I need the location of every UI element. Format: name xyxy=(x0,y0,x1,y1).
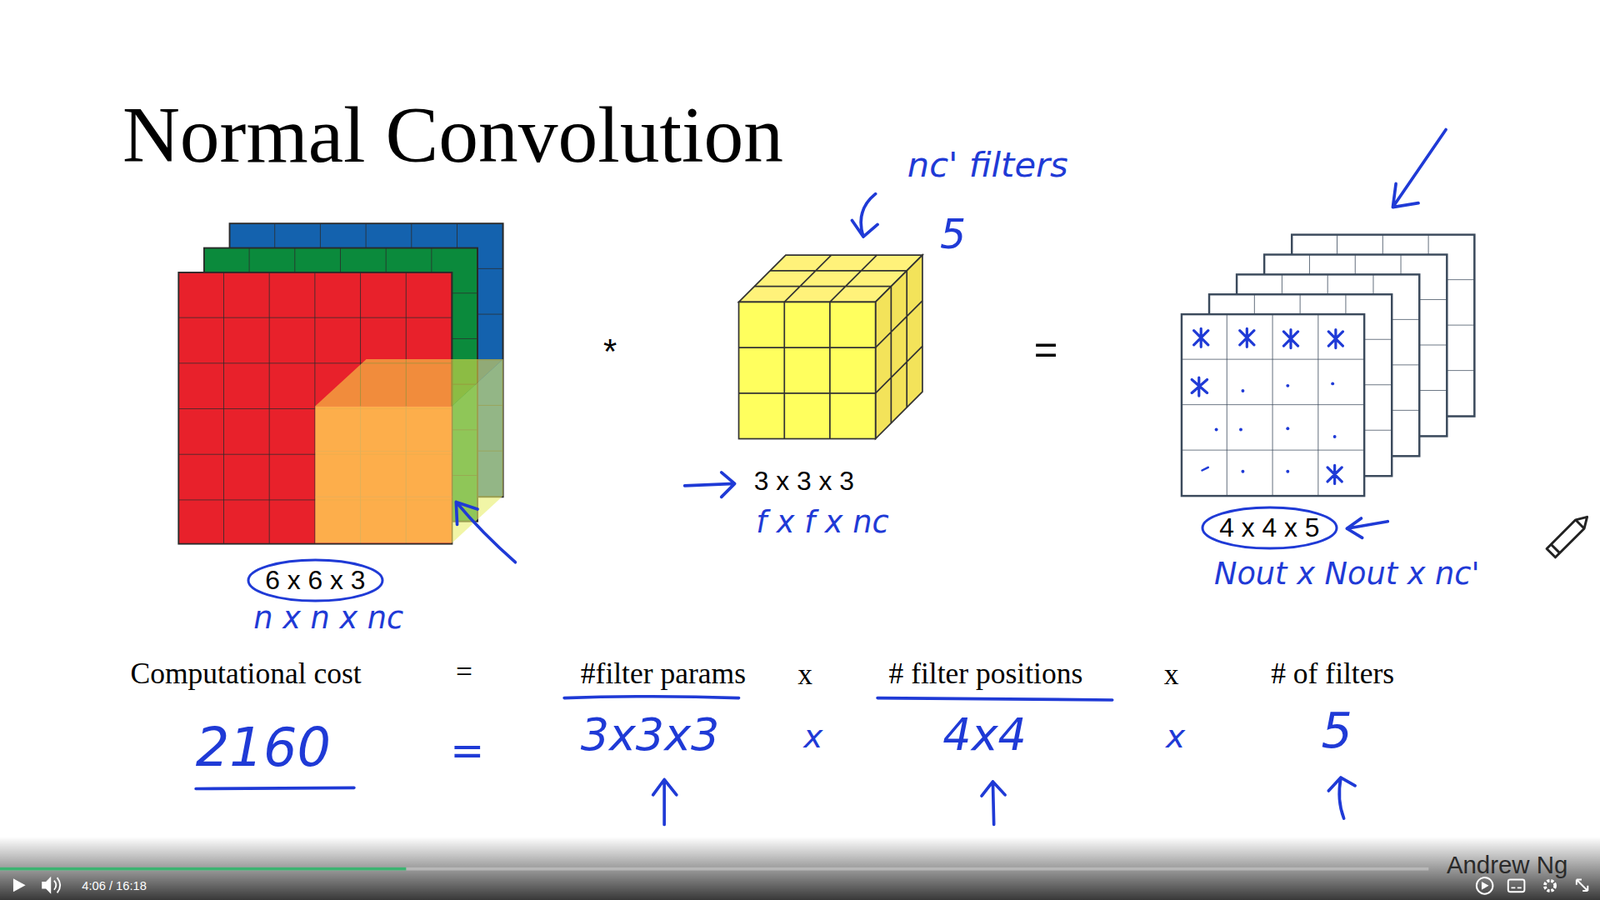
output-volume xyxy=(1181,235,1475,496)
dimension-label: 6 x 6 x 3 xyxy=(265,565,366,596)
dimension-label: 3 x 3 x 3 xyxy=(754,465,855,496)
underline xyxy=(564,696,739,699)
underline xyxy=(877,698,1113,700)
operator: = xyxy=(1034,325,1059,373)
pencil-icon xyxy=(1546,512,1592,558)
pointer-arrow xyxy=(653,780,677,825)
formula-term: # filter positions xyxy=(889,656,1084,691)
hand-circle xyxy=(248,560,383,601)
result-value: 2160 xyxy=(195,717,331,779)
annotation: n x n x nc xyxy=(253,600,404,636)
annotation: f x f x nc xyxy=(755,505,889,540)
filter-overlay xyxy=(451,359,503,543)
formula-value: 4x4 xyxy=(942,709,1026,761)
pointer-arrow xyxy=(455,501,515,562)
pointer-arrow xyxy=(851,194,878,237)
pointer-arrow xyxy=(1392,130,1446,208)
underline xyxy=(195,787,355,789)
pointer-arrow xyxy=(685,472,735,497)
annotation: nc' filters xyxy=(907,145,1069,185)
operator: = xyxy=(450,728,485,775)
hand-circle xyxy=(1202,507,1337,549)
annotation: 5 xyxy=(940,210,966,258)
filter-cube xyxy=(739,255,923,439)
operator: x xyxy=(797,657,813,692)
operator: x xyxy=(1165,718,1185,756)
operator: * xyxy=(603,331,617,372)
pointer-arrow xyxy=(1346,518,1388,538)
pointer-arrow xyxy=(1328,777,1355,819)
formula-value: 3x3x3 xyxy=(580,709,720,761)
input-volume xyxy=(178,223,503,544)
cell-marks xyxy=(1191,328,1343,484)
formula-value: 5 xyxy=(1320,702,1352,760)
player-bar xyxy=(0,836,1600,900)
dimension-label: 4 x 4 x 5 xyxy=(1219,512,1320,544)
formula-term: Computational cost xyxy=(130,656,362,691)
video-time: 4:06 / 16:18 xyxy=(81,878,147,893)
formula-term: #filter params xyxy=(580,656,746,691)
circled-dimension: 4 x 4 x 5 xyxy=(1200,505,1339,550)
pointer-arrow xyxy=(981,781,1005,825)
operator: x xyxy=(1164,657,1180,692)
annotation: Nout x Nout x nc' xyxy=(1214,556,1480,592)
slide-title: Normal Convolution xyxy=(122,95,784,176)
annotation-strokes xyxy=(195,130,1446,825)
formula-term: # of filters xyxy=(1270,656,1395,691)
watermark: Andrew Ng xyxy=(1446,850,1568,880)
operator: = xyxy=(455,654,473,689)
operator: x xyxy=(803,718,823,756)
circled-dimension: 6 x 6 x 3 xyxy=(246,558,385,603)
